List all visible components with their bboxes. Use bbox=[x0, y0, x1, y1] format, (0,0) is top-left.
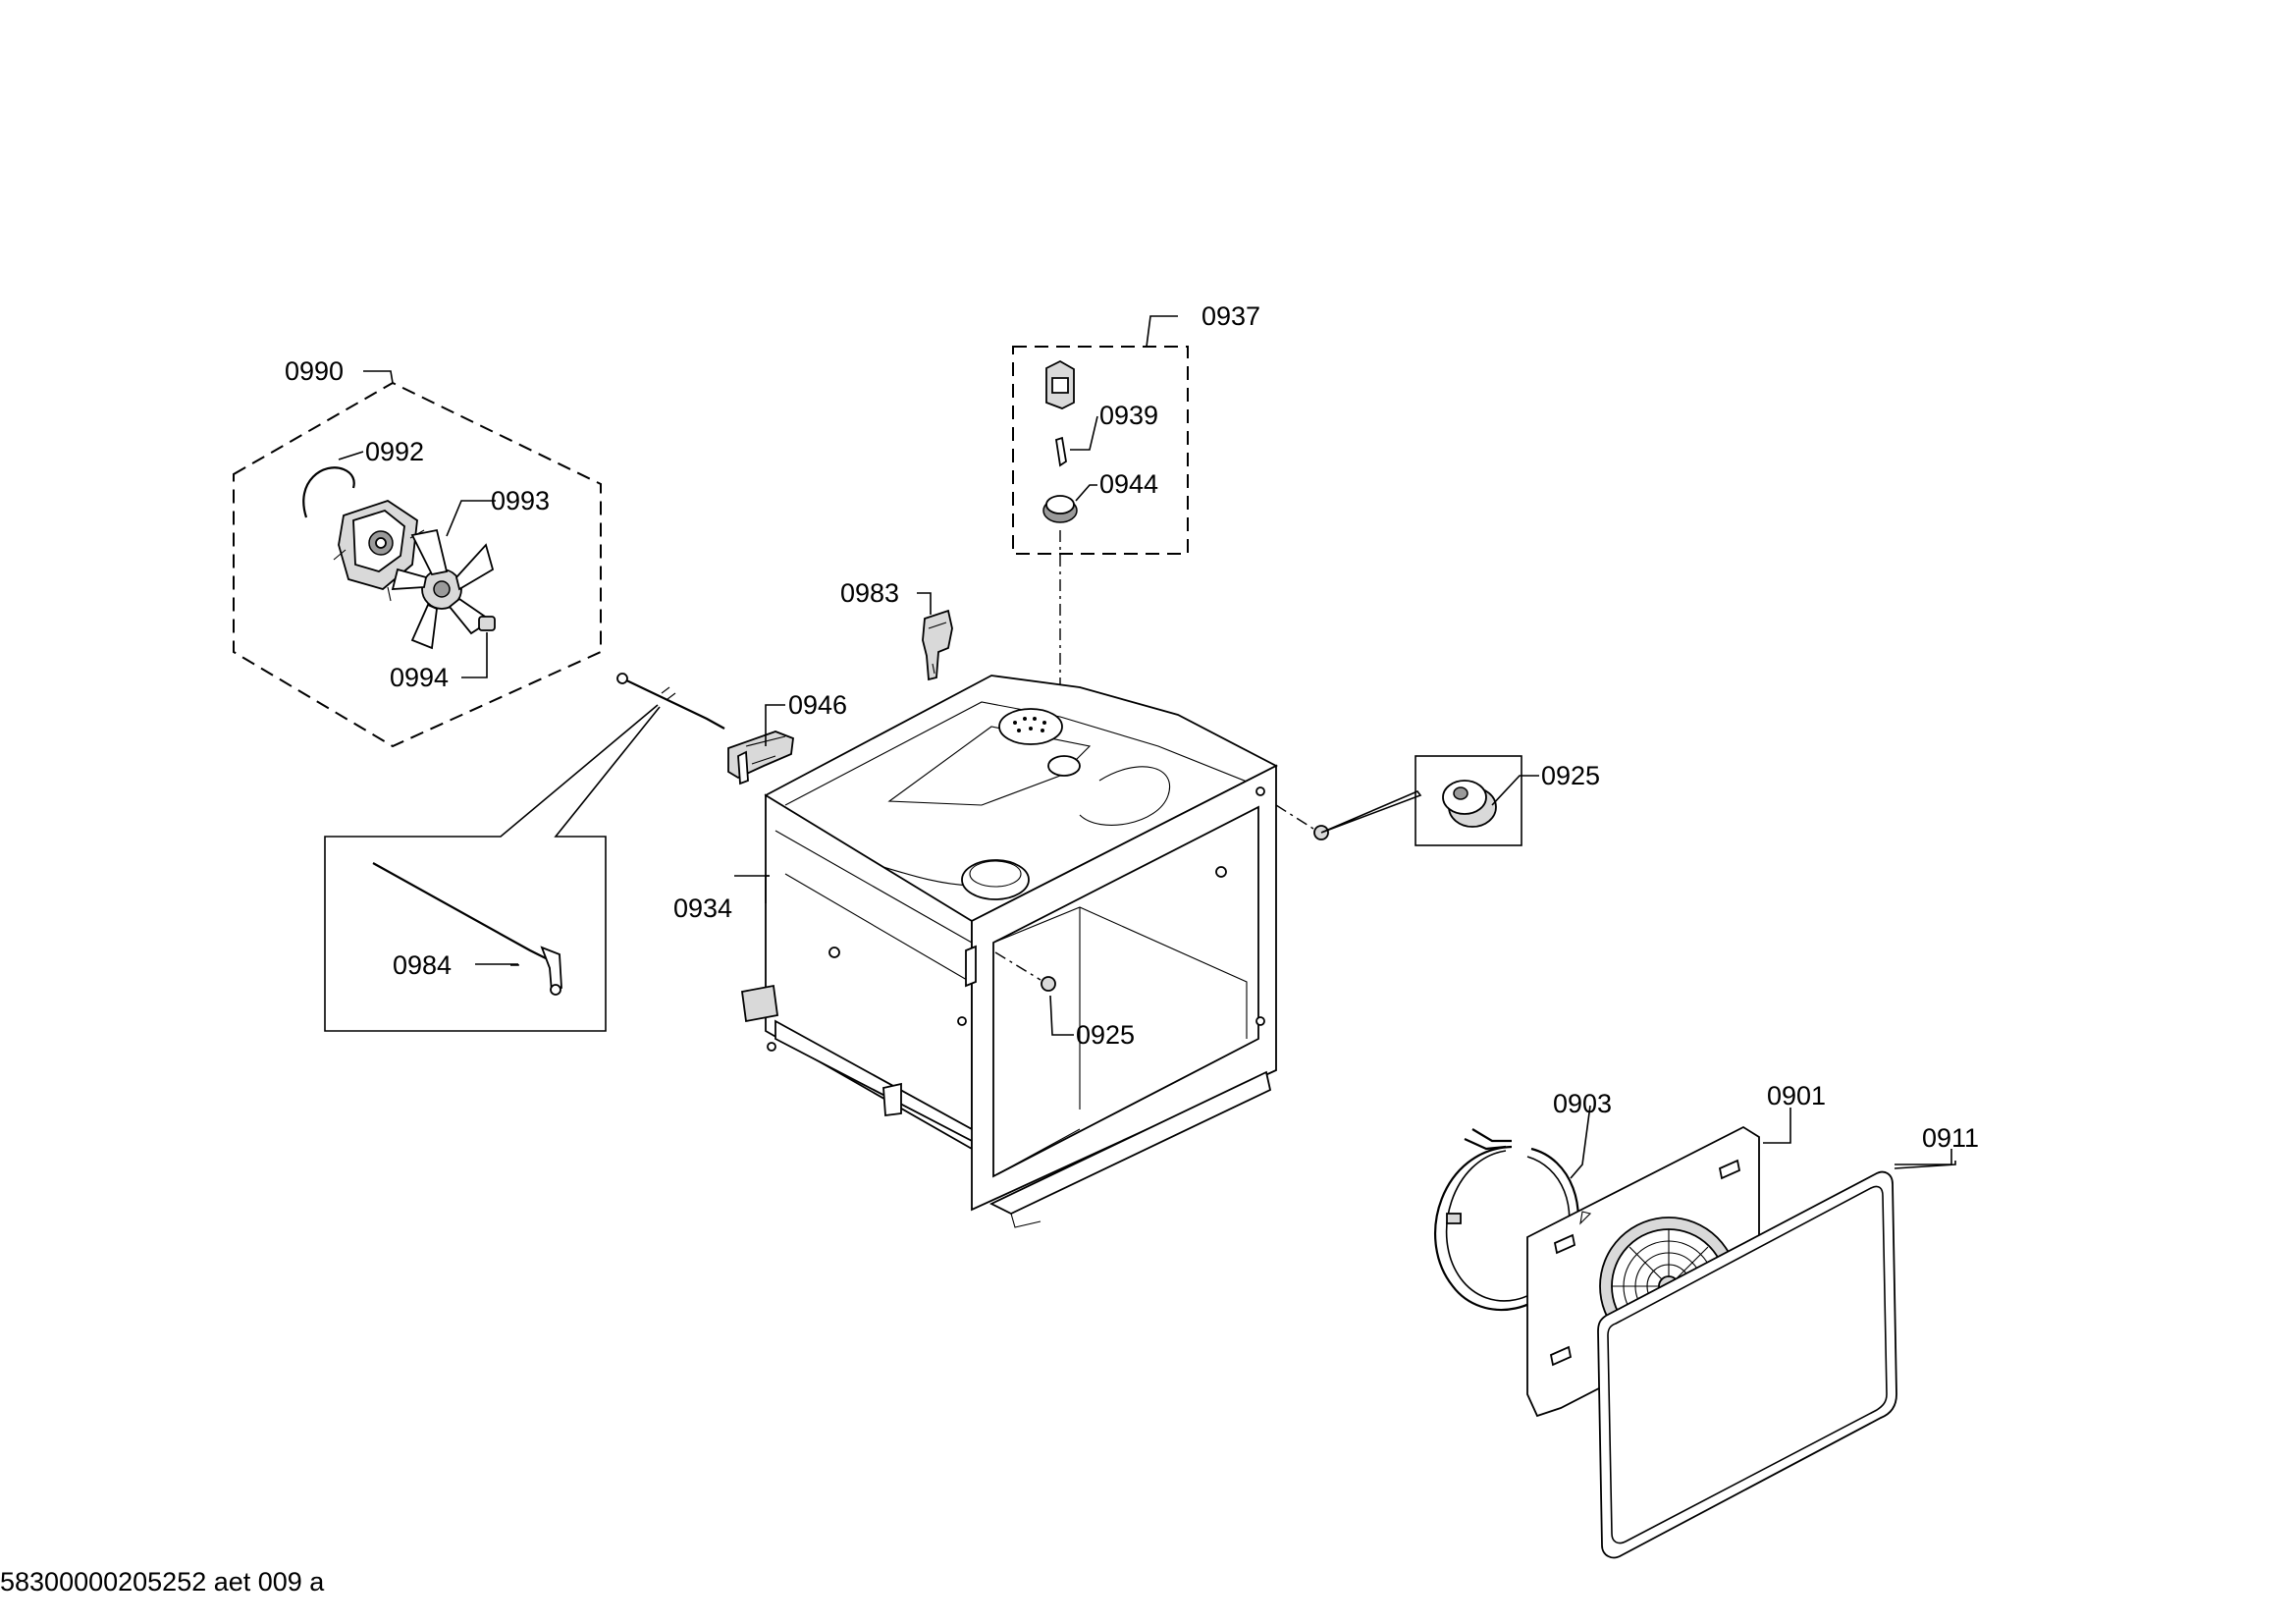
part-0925-screw-inner: 0925 bbox=[994, 951, 1135, 1050]
part-0944-lamp-cover bbox=[1042, 495, 1078, 523]
part-0903-heating-element: 0903 bbox=[1433, 1089, 1612, 1311]
part-0911-gasket: 0911 bbox=[1597, 1123, 1979, 1559]
label-0993: 0993 bbox=[491, 486, 550, 515]
label-0911: 0911 bbox=[1922, 1123, 1979, 1153]
group-0937-lamp-assembly: 0937 0939 0944 bbox=[1012, 301, 1260, 764]
label-0925-outer: 0925 bbox=[1541, 761, 1600, 790]
label-0994: 0994 bbox=[390, 663, 449, 692]
label-0939: 0939 bbox=[1099, 401, 1158, 430]
group-0990-fan-motor-assembly: 0990 0992 0993 0994 bbox=[233, 356, 602, 748]
part-0983-clip: 0983 bbox=[840, 578, 953, 681]
label-0901: 0901 bbox=[1767, 1081, 1826, 1110]
label-0903: 0903 bbox=[1553, 1089, 1612, 1118]
label-0992: 0992 bbox=[365, 437, 424, 466]
part-0946-bracket: 0946 bbox=[727, 690, 847, 785]
label-0990: 0990 bbox=[285, 356, 344, 386]
label-0946: 0946 bbox=[788, 690, 847, 720]
part-0934-oven-cavity: 0934 bbox=[673, 675, 1278, 1228]
drawing-reference-code: 58300000205252 aet 009 a bbox=[0, 1567, 325, 1597]
part-0925-enlarged bbox=[1442, 780, 1497, 828]
part-0925-screw-outer: 0925 bbox=[1275, 755, 1600, 846]
part-0984-sensor-rod-group: 0984 bbox=[324, 673, 725, 1032]
label-0925-inner: 0925 bbox=[1076, 1020, 1135, 1050]
part-0992-clip bbox=[302, 466, 355, 518]
label-0934: 0934 bbox=[673, 893, 732, 923]
part-0939-bulb bbox=[1054, 436, 1067, 467]
part-fan-motor bbox=[333, 500, 425, 602]
label-0944: 0944 bbox=[1099, 469, 1158, 499]
label-0984: 0984 bbox=[393, 950, 452, 980]
label-0983: 0983 bbox=[840, 578, 899, 608]
part-0994-nut bbox=[478, 616, 496, 631]
label-0937: 0937 bbox=[1201, 301, 1260, 331]
